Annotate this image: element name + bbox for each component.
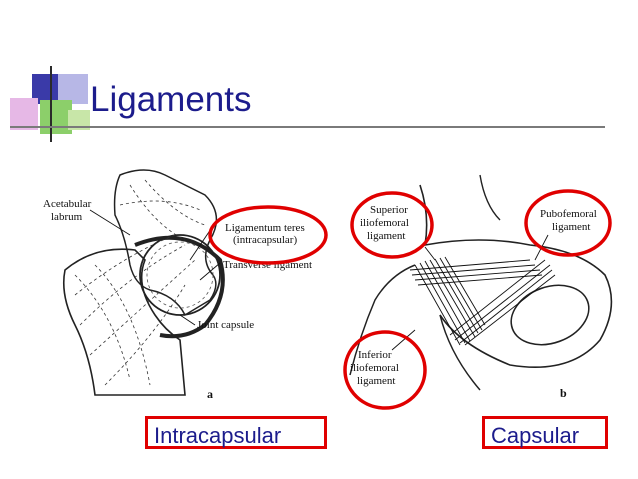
label-inferior-iliofemoral: iliofemoral xyxy=(350,362,399,374)
title-decoration xyxy=(0,0,100,150)
femur-outline xyxy=(62,248,186,396)
femur-outline-b xyxy=(349,264,481,391)
panel-letter-b: b xyxy=(560,386,567,400)
highlight-inferior-iliofemoral xyxy=(343,330,427,410)
ligament-fibers xyxy=(409,256,556,346)
pelvis-outline xyxy=(113,169,218,317)
caption-capsular: Capsular xyxy=(482,416,608,449)
hip-diagram-intracapsular: Acetabular labrum Ligamentum teres (intr… xyxy=(43,169,328,401)
caption-intracapsular: Intracapsular xyxy=(145,416,327,449)
label-joint-capsule: Joint capsule xyxy=(197,319,254,331)
femoral-head xyxy=(139,234,221,316)
label-transverse: Transverse ligament xyxy=(223,259,312,271)
label-pubofemoral: Pubofemoral xyxy=(540,208,597,220)
label-acetabular: Acetabular xyxy=(43,198,92,210)
label-superior-ligament: ligament xyxy=(367,230,406,242)
highlight-superior-iliofemoral xyxy=(350,191,434,259)
label-superior-iliofemoral: iliofemoral xyxy=(360,217,409,229)
hip-diagram-capsular: Superior iliofemoral ligament Pubofemora… xyxy=(343,174,613,410)
highlight-pubofemoral xyxy=(524,189,612,257)
label-lig-teres: Ligamentum teres xyxy=(225,222,305,234)
trabecular-pattern xyxy=(74,179,206,386)
label-inferior-ligament: ligament xyxy=(357,375,396,387)
joint-capsule-shape xyxy=(134,235,225,339)
slide-title: Ligaments xyxy=(90,80,252,119)
obturator-foramen xyxy=(510,284,590,346)
pelvis-outline-b xyxy=(419,184,613,368)
label-labrum: labrum xyxy=(51,211,83,223)
label-superior: Superior xyxy=(370,204,408,216)
title-divider xyxy=(10,126,605,128)
label-intracapsular-note: (intracapsular) xyxy=(233,234,297,246)
label-pubofemoral-ligament: ligament xyxy=(552,221,591,233)
panel-letter-a: a xyxy=(207,387,213,401)
highlight-ligamentum-teres xyxy=(208,205,328,265)
label-inferior: Inferior xyxy=(358,349,392,361)
